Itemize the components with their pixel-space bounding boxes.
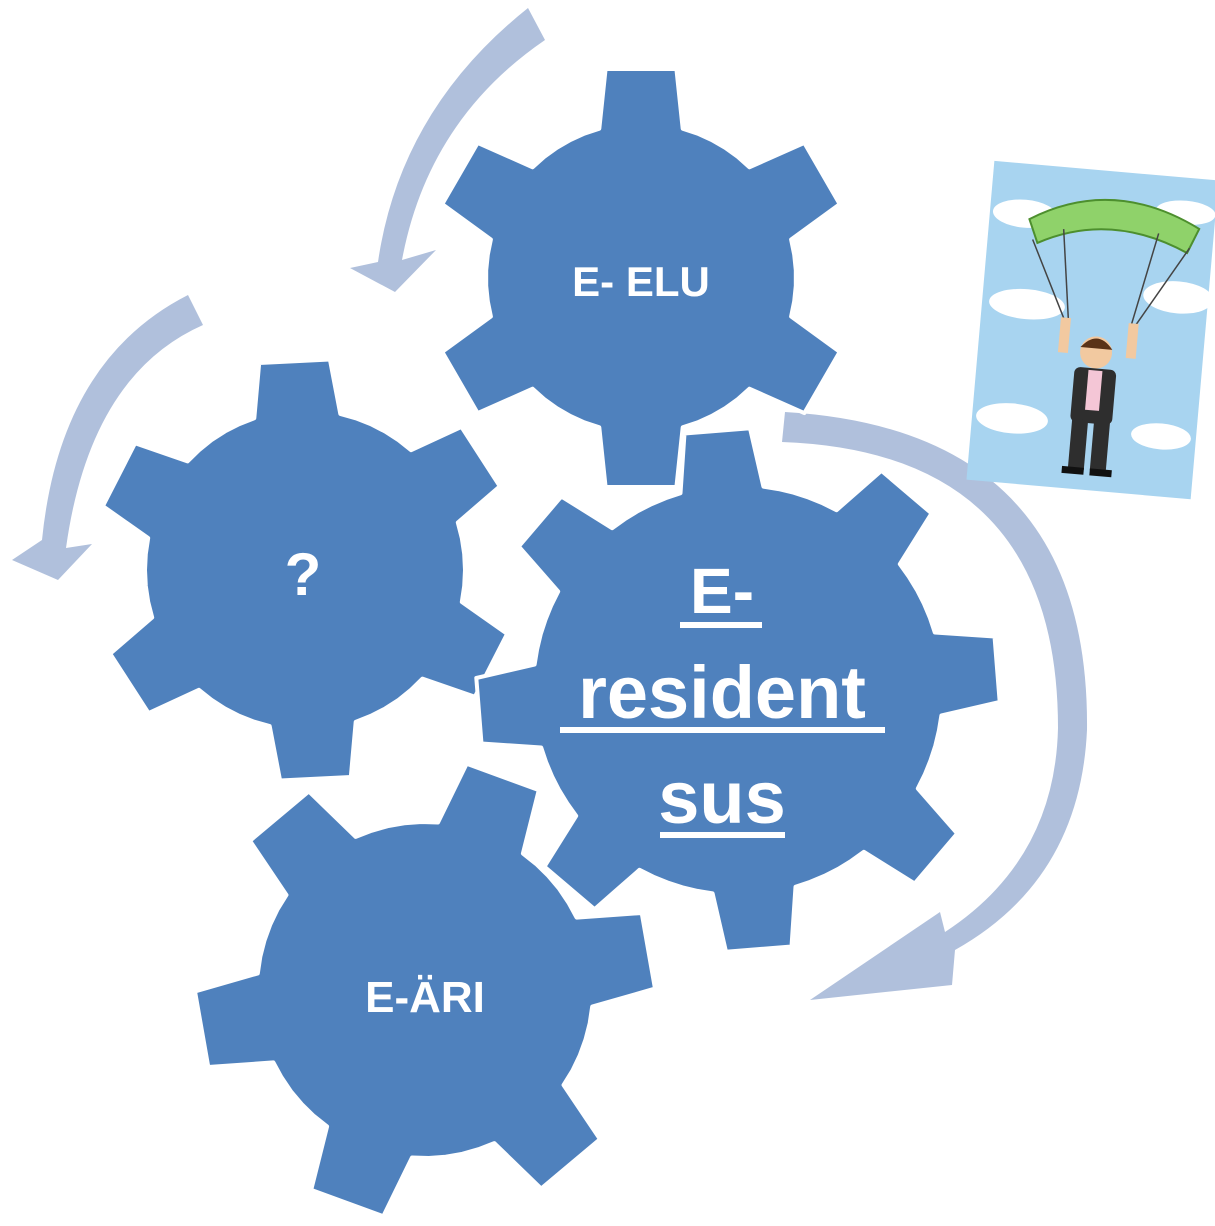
gear-unknown bbox=[100, 357, 510, 783]
gear-e-residentsus bbox=[474, 426, 1002, 954]
gear-label-e-ari: E-ÄRI bbox=[365, 973, 485, 1022]
underline-3 bbox=[660, 832, 785, 838]
gear-label-question: ? bbox=[285, 541, 322, 608]
gear-e-ari bbox=[193, 761, 657, 1219]
businessman-icon bbox=[1057, 317, 1139, 478]
parachute-strings bbox=[1031, 229, 1191, 330]
gear-center-shape bbox=[474, 426, 1002, 954]
arrow-left bbox=[12, 295, 203, 580]
arrow-top bbox=[350, 8, 545, 292]
gear-label-line-1: E- bbox=[690, 555, 754, 627]
gear-label-line-2: resident bbox=[578, 651, 866, 734]
underline-1 bbox=[680, 622, 762, 628]
gear-bottom-shape bbox=[193, 761, 657, 1219]
underline-2 bbox=[560, 727, 885, 733]
parachute-businessman-image bbox=[966, 160, 1215, 500]
gear-top-shape bbox=[440, 67, 842, 489]
banknote-parachute-icon bbox=[1028, 198, 1201, 255]
gear-label-e-elu: E- ELU bbox=[572, 258, 710, 305]
gear-label-e-residentsus: E- resident sus bbox=[560, 555, 885, 839]
gear-left-shape bbox=[100, 357, 510, 783]
gear-label-line-3: sus bbox=[658, 756, 786, 839]
gear-e-elu bbox=[440, 67, 842, 489]
